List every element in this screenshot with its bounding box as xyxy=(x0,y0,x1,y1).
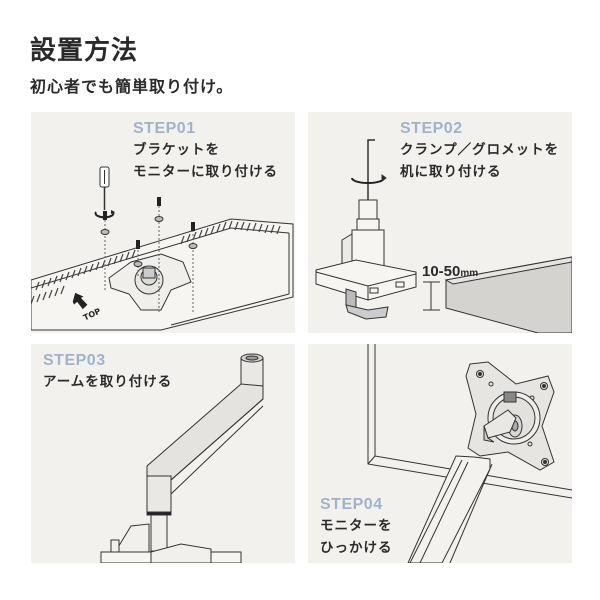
step-description-line1: ブラケットを xyxy=(133,142,220,158)
thickness-dimension: 10-50mm xyxy=(422,263,478,280)
step-01-panel: STEP01 ブラケットを モニターに取り付ける TOP xyxy=(31,112,295,333)
step-description-line1: アームを取り付ける xyxy=(43,374,173,390)
monitor-hang-illustration xyxy=(367,344,572,563)
page-title: 設置方法 xyxy=(30,36,139,66)
step-description-line2: ひっかける xyxy=(320,540,393,556)
step-04-panel: STEP04 モニターを ひっかける xyxy=(308,344,572,563)
step-03-panel: STEP03 アームを取り付ける xyxy=(31,344,295,563)
top-arrow-icon xyxy=(72,292,88,310)
page-subtitle: 初心者でも簡単取り付け。 xyxy=(30,77,234,96)
step-description-line1: モニターを xyxy=(320,518,393,534)
monitor-bracket-illustration xyxy=(31,166,294,331)
desk-clamp-illustration xyxy=(315,139,572,333)
step-02-panel: STEP02 クランプ／グロメットを 机に取り付ける 10-50mm xyxy=(308,112,572,333)
dimension-unit: mm xyxy=(460,268,479,279)
step-label: STEP02 xyxy=(400,120,463,137)
step-description-line2: 机に取り付ける xyxy=(400,164,502,180)
monitor-arm-illustration xyxy=(100,353,264,563)
dimension-value: 10-50 xyxy=(422,263,461,280)
step-description-line2: モニターに取り付ける xyxy=(133,164,278,180)
step-label: STEP01 xyxy=(133,120,196,137)
screwdriver-icon xyxy=(94,166,115,219)
step-description-line1: クランプ／グロメットを xyxy=(400,142,560,158)
step-label: STEP04 xyxy=(320,496,383,513)
step-label: STEP03 xyxy=(43,352,106,369)
